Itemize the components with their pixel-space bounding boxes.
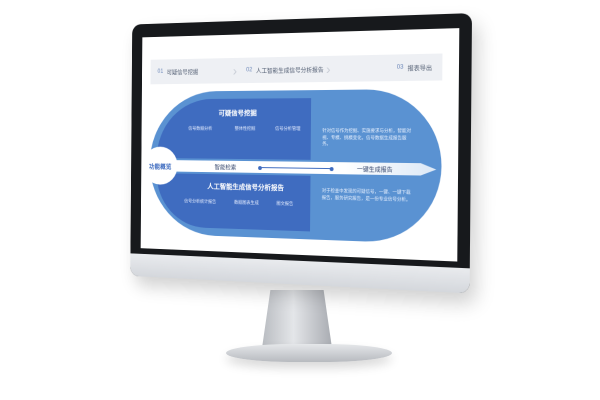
bottom-chip: 数据图表生成: [234, 199, 259, 206]
step-bar: 01 可疑信号挖掘 › 02 人工智能生成信号分析报告 › 03 报表导出: [150, 53, 443, 85]
center-label: 功能概览: [148, 163, 172, 171]
bottom-chip: 信号分析统计报告: [184, 198, 217, 205]
step-2[interactable]: 02 人工智能生成信号分析报告 ›: [239, 60, 333, 77]
step-label: 报表导出: [407, 65, 433, 73]
step-number: 03: [396, 64, 404, 71]
monitor-stand-base: [226, 344, 392, 362]
top-chip: 整体性挖掘: [234, 125, 256, 131]
step-3[interactable]: 03 报表导出: [332, 62, 442, 73]
chevron-right-icon: ›: [232, 62, 238, 79]
top-chip: 信号数据分析: [188, 125, 213, 131]
monitor-screen: 01 可疑信号挖掘 › 02 人工智能生成信号分析报告 › 03 报表导出: [140, 28, 460, 262]
band-label: 智能检索: [214, 165, 237, 172]
monitor-bezel: 01 可疑信号挖掘 › 02 人工智能生成信号分析报告 › 03 报表导出: [130, 13, 473, 294]
monitor-stand-neck: [262, 290, 332, 348]
bottom-section-description: 对于检查中发现的可疑信号，一键、一键下载报告，服务研究报告，是一份专业信号分析。: [321, 187, 411, 202]
step-label: 人工智能生成信号分析报告: [255, 67, 324, 75]
step-1[interactable]: 01 可疑信号挖掘 ›: [151, 62, 239, 79]
step-number: 01: [157, 68, 164, 75]
chevron-right-icon: ›: [325, 60, 331, 77]
top-section-description: 针对信号作为挖掘、实施要求与分析，智能对视、专模、挑模变化，信号数据生成报告服务…: [322, 127, 412, 147]
step-number: 02: [246, 67, 253, 74]
top-section-title: 可疑信号挖掘: [218, 110, 257, 118]
bottom-section-title: 人工智能生成信号分析报告: [207, 183, 284, 193]
feature-overview-diagram: 可疑信号挖掘 信号数据分析 整体性挖掘 信号分析管理 针对信号作为挖掘、实施要求…: [142, 88, 443, 245]
band-right-label: 一键生成报告: [356, 167, 393, 175]
step-label: 可疑信号挖掘: [166, 69, 199, 77]
top-chip: 信号分析管理: [275, 125, 301, 131]
bottom-chip: 图文报告: [276, 200, 294, 207]
